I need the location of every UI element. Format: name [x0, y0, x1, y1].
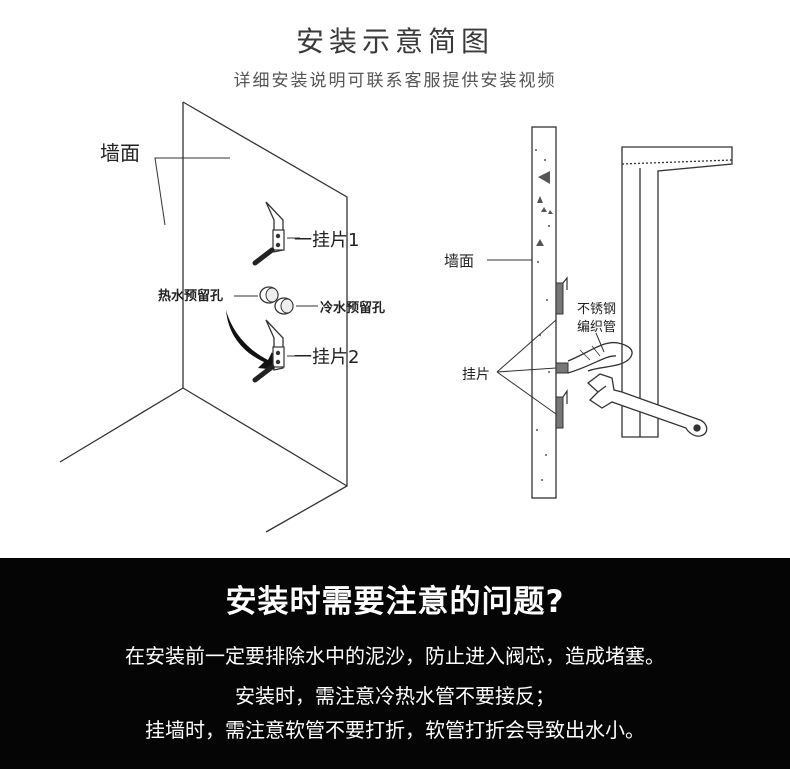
- hot-water-hole-label: 热水预留孔: [158, 288, 223, 304]
- bracket-1: [252, 201, 300, 266]
- notes-title: 安装时需要注意的问题?: [225, 584, 565, 620]
- side-bracket-label: 挂片: [462, 367, 490, 383]
- hot-water-hole: [234, 286, 279, 304]
- left-figure: [59, 101, 348, 533]
- side-wall-label: 墙面: [444, 252, 474, 270]
- diagram-section: 安装示意简图 详细安装说明可联系客服提供安装视频 墙面 一挂片1: [59, 25, 733, 533]
- cold-water-hole: [274, 297, 318, 315]
- note-line-2: 安装时，需注意冷热水管不要接反；: [235, 684, 555, 708]
- wall-texture: [535, 149, 553, 481]
- bracket-lower: [555, 389, 568, 429]
- note-line-3: 挂墙时，需注意软管不要打折，软管打折会导致出水小。: [145, 718, 645, 742]
- note-line-1: 在安装前一定要排除水中的泥沙，防止进入阀芯，造成堵塞。: [125, 644, 665, 668]
- faucet-side-view: [621, 146, 733, 438]
- page-title: 安装示意简图: [295, 25, 494, 58]
- page-subtitle: 详细安装说明可联系客服提供安装视频: [233, 71, 557, 91]
- floor-edge: [59, 387, 184, 463]
- bracket-middle: [555, 362, 569, 374]
- cold-water-hole-label: 冷水预留孔: [320, 300, 385, 316]
- bracket-2-label: 一挂片2: [294, 347, 359, 368]
- notes-panel: 安装时需要注意的问题? 在安装前一定要排除水中的泥沙，防止进入阀芯，造成堵塞。 …: [0, 558, 790, 769]
- wall-section: [531, 126, 557, 499]
- bracket-1-label: 一挂片1: [294, 230, 359, 251]
- wall-label: 墙面: [100, 141, 140, 165]
- bracket-2: [252, 319, 300, 383]
- hose-label-line1: 不锈钢: [577, 302, 616, 317]
- floor-baseline: [182, 387, 348, 487]
- bracket-upper: [555, 276, 568, 315]
- hose-label-line2: 编织管: [577, 320, 616, 335]
- wall-label-leader: [154, 157, 230, 226]
- wrench-icon: [586, 373, 708, 437]
- braided-hose: [567, 341, 633, 374]
- install-direction-arrow: [226, 310, 278, 370]
- wall-outline: [182, 101, 348, 533]
- installation-diagram: 墙面 一挂片1 热水预留孔 冷水预留孔: [59, 101, 733, 533]
- right-figure: 墙面 挂片 不锈钢 编织管: [444, 126, 733, 499]
